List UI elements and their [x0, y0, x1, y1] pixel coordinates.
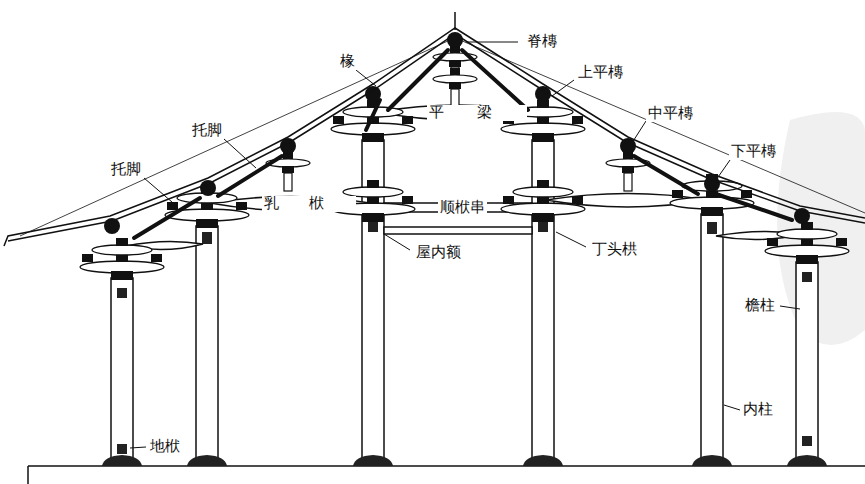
- ground-line: [28, 466, 865, 484]
- beams: [126, 105, 803, 250]
- part-label: 托脚: [109, 162, 143, 178]
- part-label: 托脚: [190, 123, 224, 139]
- purlin-posts: [266, 46, 650, 191]
- column-bases: [102, 218, 827, 466]
- columns: [111, 140, 818, 458]
- part-label: 顺栿串: [438, 200, 487, 216]
- part-label: 内柱: [741, 402, 775, 418]
- part-label: 丁头栱: [590, 242, 639, 258]
- part-label: 屋内额: [414, 245, 463, 261]
- watermark: [777, 112, 865, 345]
- part-label: 平梁: [427, 105, 527, 121]
- part-label: 上平槫: [576, 65, 625, 81]
- struts: [134, 50, 792, 238]
- part-label: 中平槫: [646, 106, 695, 122]
- bracket-sets: [80, 100, 849, 280]
- roof-rafters: [4, 12, 865, 246]
- part-label: 下平槫: [729, 144, 778, 160]
- part-label: 地栿: [148, 439, 182, 455]
- part-label: 椽: [338, 54, 357, 70]
- part-label: 脊槫: [525, 34, 559, 50]
- part-label: 乳栿: [262, 196, 356, 212]
- part-label: 檐柱: [743, 298, 777, 314]
- purlins: [104, 32, 810, 234]
- leader-lines: [130, 42, 800, 448]
